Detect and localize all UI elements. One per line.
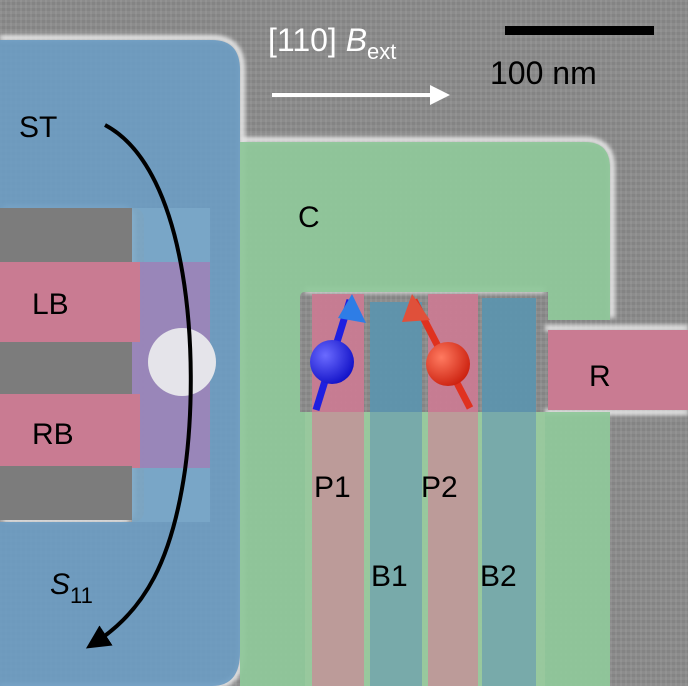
gate-r: [548, 330, 688, 410]
label-rb: RB: [32, 418, 74, 451]
gate-b1: [370, 302, 422, 686]
gap-band-2: [0, 466, 132, 520]
gate-st: [0, 40, 240, 686]
field-subscript: ext: [367, 39, 397, 64]
s11-arrow: [85, 123, 193, 649]
field-crystal-direction: [110]: [268, 22, 337, 58]
label-r: R: [589, 360, 611, 393]
sensor-dot: [148, 328, 216, 396]
label-b2: B2: [480, 560, 517, 593]
gap-band-1: [0, 342, 132, 394]
scale-bar-label: 100 nm: [490, 55, 597, 91]
field-symbol: B: [345, 22, 368, 58]
s11-symbol: S: [50, 568, 71, 601]
label-b1: B1: [371, 560, 408, 593]
scale-bar: [505, 26, 654, 35]
s11-subscript: 11: [70, 583, 93, 608]
label-p1: P1: [314, 471, 351, 504]
c-overlay: [305, 412, 545, 686]
gate-b2: [482, 298, 536, 686]
gate-lb: [0, 262, 140, 342]
field-label: [110] Bext: [268, 22, 396, 63]
label-st: ST: [19, 111, 58, 144]
label-lb: LB: [32, 288, 69, 321]
spin-p2-icon: [402, 294, 474, 410]
gate-rb: [0, 394, 140, 468]
spin-p1-icon: [310, 294, 366, 412]
label-c: C: [298, 201, 320, 234]
label-p2: P2: [421, 471, 458, 504]
label-s11: S11: [50, 568, 93, 607]
gap-band-0: [0, 208, 132, 262]
